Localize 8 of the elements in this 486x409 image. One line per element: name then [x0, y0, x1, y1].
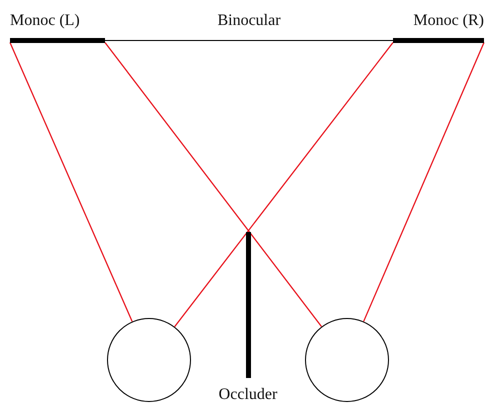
sight-line — [104, 42, 322, 327]
occluder-label: Occluder — [218, 386, 278, 404]
bar-label: Monoc (R) — [413, 12, 484, 30]
bar-label: Binocular — [217, 12, 281, 30]
sight-line — [9, 42, 133, 322]
bar-label: Monoc (L) — [10, 12, 80, 30]
sight-line — [174, 42, 394, 328]
sight-line — [363, 42, 485, 322]
